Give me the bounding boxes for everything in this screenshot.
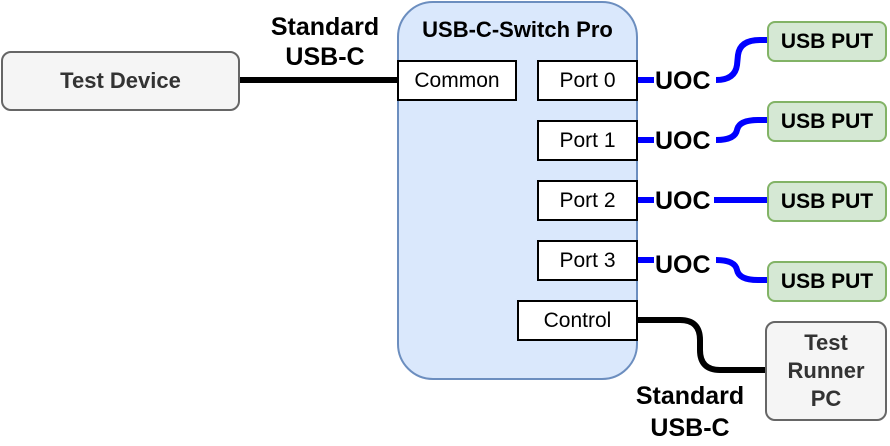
- port-0[interactable]: Port 0: [537, 60, 638, 101]
- uoc-label-0: UOC: [654, 67, 712, 95]
- usb-put-node-3[interactable]: USB PUT: [767, 261, 887, 302]
- uoc-label-3: UOC: [654, 251, 712, 279]
- uoc-label-1: UOC: [654, 127, 712, 155]
- port-1[interactable]: Port 1: [537, 120, 638, 161]
- cable-label-bottom: Standard USB-C: [635, 382, 745, 442]
- port-3[interactable]: Port 3: [537, 240, 638, 281]
- usb-put-node-1[interactable]: USB PUT: [767, 101, 887, 142]
- usb-put-node-0[interactable]: USB PUT: [767, 21, 887, 62]
- switch-title: USB-C-Switch Pro: [422, 17, 613, 42]
- common-port[interactable]: Common: [397, 60, 517, 101]
- control-port[interactable]: Control: [517, 300, 638, 341]
- test-device-label: Test Device: [60, 68, 181, 93]
- uoc-cable-port3-out: [715, 257, 768, 283]
- uoc-cable-port0-out: [715, 37, 768, 83]
- test-device-node[interactable]: Test Device: [1, 51, 240, 111]
- uoc-cable-port1-out: [715, 117, 768, 143]
- test-runner-pc-node[interactable]: Test Runner PC: [765, 321, 887, 421]
- standard-cable-control: [636, 317, 766, 373]
- usb-put-node-2[interactable]: USB PUT: [767, 181, 887, 222]
- uoc-label-2: UOC: [654, 187, 712, 215]
- cable-label-top: Standard USB-C: [270, 13, 380, 71]
- port-2[interactable]: Port 2: [537, 180, 638, 221]
